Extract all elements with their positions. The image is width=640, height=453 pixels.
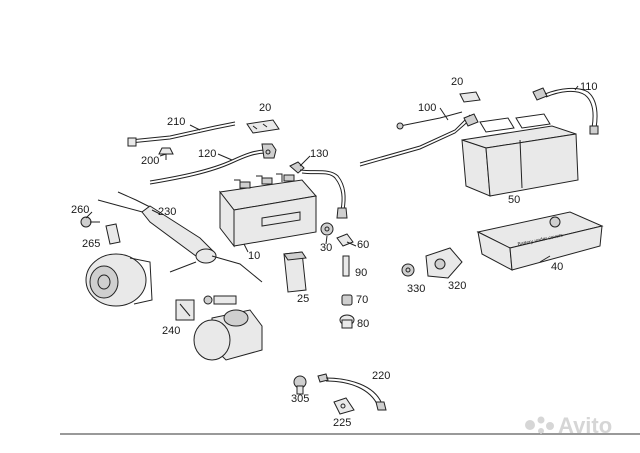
watermark-text: Avito bbox=[558, 413, 612, 438]
label-20-right: 20 bbox=[451, 76, 463, 88]
label-210: 210 bbox=[167, 116, 185, 128]
label-80: 80 bbox=[357, 318, 369, 330]
callout-labels: 210 20 200 120 130 100 20 110 260 230 26… bbox=[71, 76, 598, 429]
label-225: 225 bbox=[333, 417, 351, 429]
battery-50 bbox=[461, 113, 579, 197]
leader-lines bbox=[85, 85, 579, 263]
label-230: 230 bbox=[158, 206, 176, 218]
label-330: 330 bbox=[407, 283, 425, 295]
starter-motor bbox=[193, 309, 263, 361]
label-220: 220 bbox=[372, 370, 390, 382]
label-50: 50 bbox=[508, 194, 520, 206]
relay-25 bbox=[283, 251, 307, 293]
label-260: 260 bbox=[71, 204, 89, 216]
wire-100 bbox=[359, 111, 479, 167]
avito-watermark: Avito bbox=[525, 413, 612, 438]
terminal-320 bbox=[425, 247, 463, 279]
label-10: 10 bbox=[248, 250, 260, 262]
cap-80 bbox=[339, 314, 355, 329]
label-60: 60 bbox=[357, 239, 369, 251]
strap-220 bbox=[317, 373, 387, 411]
label-265: 265 bbox=[82, 238, 100, 250]
bolt-260 bbox=[80, 216, 100, 228]
battery-10 bbox=[219, 173, 317, 248]
bracket-240 bbox=[175, 299, 195, 321]
fitting-60 bbox=[336, 233, 357, 247]
label-130: 130 bbox=[310, 148, 328, 160]
clamp-225 bbox=[333, 397, 355, 415]
nut-30 bbox=[320, 222, 334, 236]
grommet-70 bbox=[341, 294, 353, 306]
bracket-265 bbox=[105, 223, 121, 245]
label-70: 70 bbox=[356, 294, 368, 306]
label-100: 100 bbox=[418, 102, 436, 114]
alternator bbox=[85, 253, 153, 307]
label-240: 240 bbox=[162, 325, 180, 337]
cover-20-right bbox=[459, 91, 481, 103]
clip-200 bbox=[158, 147, 174, 160]
label-110: 110 bbox=[580, 81, 598, 93]
label-25: 25 bbox=[297, 293, 309, 305]
terminal-lead bbox=[203, 295, 237, 305]
label-90: 90 bbox=[355, 267, 367, 279]
harness-230 bbox=[97, 191, 263, 283]
nut-330 bbox=[401, 263, 415, 277]
wire-210 bbox=[127, 121, 236, 147]
pin-90 bbox=[342, 255, 350, 277]
label-320: 320 bbox=[448, 280, 466, 292]
bolt-305 bbox=[293, 375, 307, 395]
label-120: 120 bbox=[198, 148, 216, 160]
cable-130 bbox=[289, 161, 348, 219]
label-40: 40 bbox=[551, 261, 563, 273]
tray-40: Battery under covers bbox=[476, 211, 604, 271]
label-305: 305 bbox=[291, 393, 309, 405]
cover-20-left bbox=[246, 119, 280, 134]
label-20-left: 20 bbox=[259, 102, 271, 114]
cable-110 bbox=[532, 87, 599, 135]
label-30: 30 bbox=[320, 242, 332, 254]
label-200: 200 bbox=[141, 155, 159, 167]
